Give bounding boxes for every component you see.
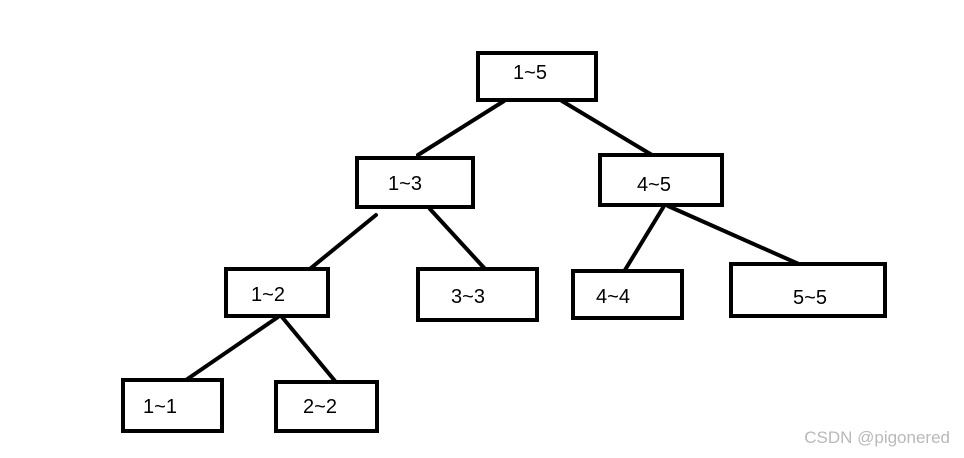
node-label: 4~4 [596, 286, 630, 308]
node-label: 1~1 [143, 396, 177, 418]
node-box [274, 380, 379, 433]
edge-n13-n33 [428, 207, 488, 272]
tree-node-1-2: 1~2 [224, 267, 330, 318]
tree-node-1-5: 1~5 [476, 51, 598, 102]
node-label: 5~5 [793, 287, 827, 309]
edge-n15-n45 [560, 99, 654, 157]
node-label: 1~5 [513, 62, 547, 84]
node-box [476, 51, 598, 102]
node-box [571, 269, 684, 320]
tree-node-3-3: 3~3 [416, 267, 539, 322]
watermark: CSDN @pigonered [804, 428, 950, 447]
node-label: 1~3 [388, 173, 422, 195]
edge-n45-n55 [666, 204, 803, 267]
node-box [416, 267, 539, 322]
node-box [598, 153, 724, 207]
tree-node-1-3: 1~3 [355, 156, 475, 209]
edge-n15-n13 [416, 99, 506, 157]
node-label: 1~2 [251, 284, 285, 306]
tree-node-5-5: 5~5 [729, 262, 887, 318]
edge-n13-n12 [309, 213, 378, 270]
node-box [729, 262, 887, 318]
tree-node-4-5: 4~5 [598, 153, 724, 207]
node-box [121, 378, 224, 433]
node-label: 2~2 [303, 396, 337, 418]
edge-n45-n44 [623, 204, 666, 272]
node-box [224, 267, 330, 318]
tree-node-1-1: 1~1 [121, 378, 224, 433]
node-box [355, 156, 475, 209]
node-label: 3~3 [451, 286, 485, 308]
tree-node-2-2: 2~2 [274, 380, 379, 433]
node-label: 4~5 [637, 174, 671, 196]
nodes-layer: 1~5 1~3 4~5 1~2 3~3 4~4 5~5 1~1 2~2 [121, 51, 887, 433]
edge-n12-n11 [184, 315, 280, 382]
edge-n12-n22 [280, 315, 337, 383]
tree-node-4-4: 4~4 [571, 269, 684, 320]
edges-layer [184, 99, 803, 383]
